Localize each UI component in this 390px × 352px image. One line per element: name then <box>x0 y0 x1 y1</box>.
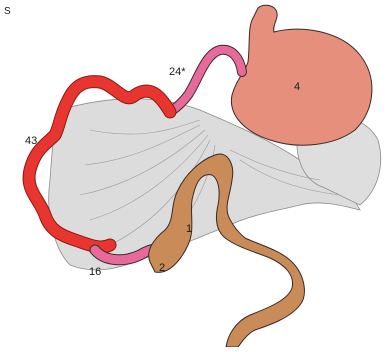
corner-fragment-label: S <box>4 7 11 17</box>
jejunum-red-label: 43 <box>25 136 37 147</box>
stomach-label: 4 <box>294 82 300 93</box>
jejunum-pink-label: 24* <box>169 67 186 78</box>
ileum-pink-label: 16 <box>89 267 101 278</box>
colon-label-2: 2 <box>159 263 165 274</box>
stomach <box>231 5 371 145</box>
colon-label-1: 1 <box>186 224 192 235</box>
